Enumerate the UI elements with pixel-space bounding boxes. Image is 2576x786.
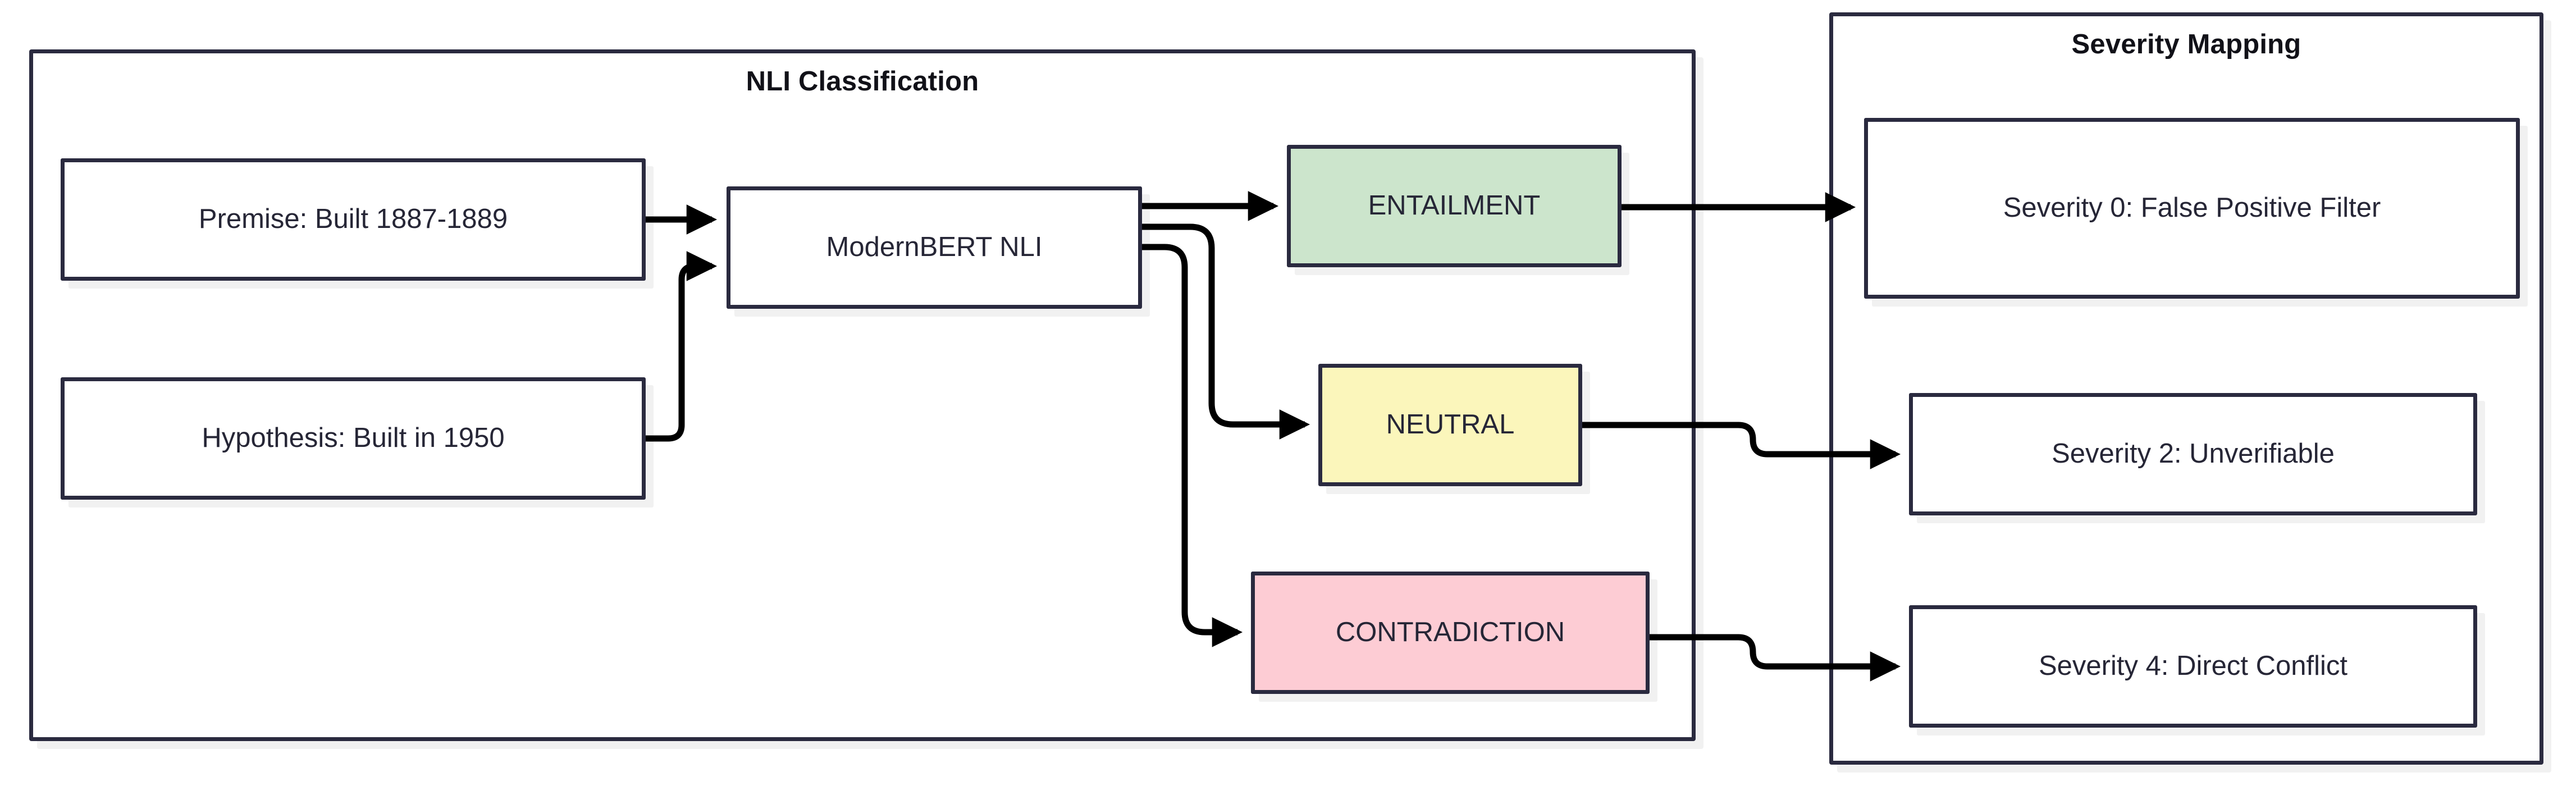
node-hypothesis-label: Hypothesis: Built in 1950 — [202, 423, 505, 454]
node-severity-2-label: Severity 2: Unverifiable — [2052, 438, 2335, 469]
node-modernbert-nli[interactable]: ModernBERT NLI — [727, 186, 1142, 309]
node-severity-0-label: Severity 0: False Positive Filter — [2003, 193, 2381, 223]
node-neutral-label: NEUTRAL — [1386, 409, 1515, 440]
node-severity-4[interactable]: Severity 4: Direct Conflict — [1909, 605, 2477, 728]
node-contradiction[interactable]: CONTRADICTION — [1251, 572, 1650, 694]
node-premise-label: Premise: Built 1887-1889 — [198, 204, 508, 235]
node-contradiction-label: CONTRADICTION — [1335, 617, 1565, 648]
node-modernbert-nli-label: ModernBERT NLI — [826, 232, 1043, 263]
node-severity-0[interactable]: Severity 0: False Positive Filter — [1864, 118, 2520, 299]
cluster-nli-classification-title: NLI Classification — [746, 66, 979, 97]
node-severity-2[interactable]: Severity 2: Unverifiable — [1909, 393, 2477, 515]
node-neutral[interactable]: NEUTRAL — [1318, 364, 1582, 486]
cluster-severity-mapping-title: Severity Mapping — [2071, 29, 2301, 60]
node-hypothesis[interactable]: Hypothesis: Built in 1950 — [61, 377, 646, 500]
node-entailment[interactable]: ENTAILMENT — [1287, 145, 1622, 267]
node-severity-4-label: Severity 4: Direct Conflict — [2038, 651, 2348, 682]
node-premise[interactable]: Premise: Built 1887-1889 — [61, 158, 646, 281]
node-entailment-label: ENTAILMENT — [1368, 190, 1541, 221]
